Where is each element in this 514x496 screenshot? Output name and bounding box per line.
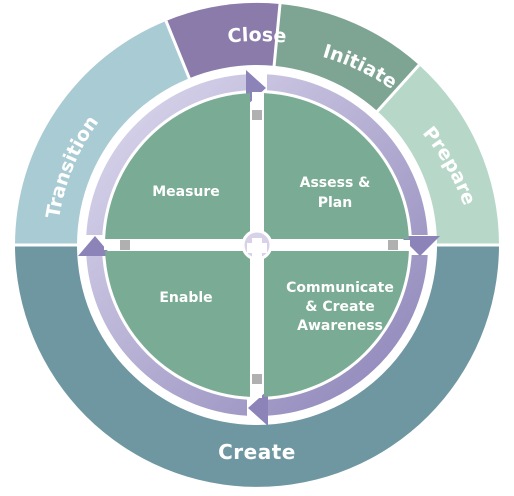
label-enable: Enable bbox=[159, 290, 212, 306]
label-communicate-line3: Awareness bbox=[297, 318, 383, 334]
arrowhead-top-icon bbox=[246, 70, 266, 106]
arrowhead-left-icon bbox=[78, 236, 112, 256]
label-close: Close bbox=[227, 24, 288, 48]
label-assess-line2: Plan bbox=[318, 195, 352, 211]
label-communicate-line2: & Create bbox=[305, 299, 374, 315]
arrowhead-bottom-icon bbox=[248, 390, 268, 426]
center-cross-icon bbox=[247, 238, 267, 258]
label-create: Create bbox=[218, 440, 296, 464]
label-assess-line1: Assess & bbox=[300, 175, 371, 191]
label-measure: Measure bbox=[152, 184, 220, 200]
label-communicate-line1: Communicate bbox=[286, 280, 394, 296]
